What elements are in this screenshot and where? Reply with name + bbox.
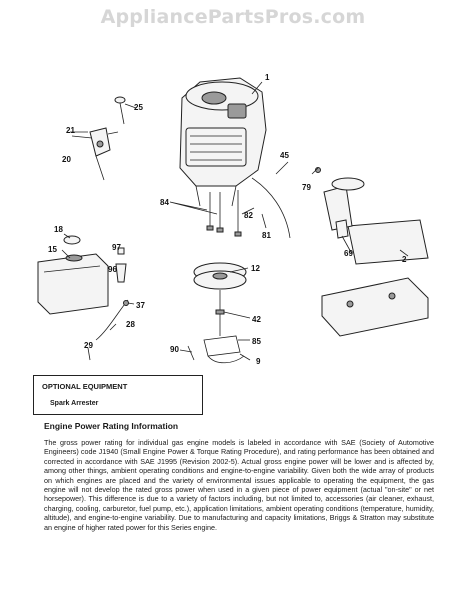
callout-69: 69 <box>344 249 353 258</box>
callout-96: 96 <box>108 265 117 274</box>
callout-1: 1 <box>265 73 270 82</box>
callout-85: 85 <box>252 337 261 346</box>
callout-42: 42 <box>252 315 261 324</box>
callout-12: 12 <box>251 264 260 273</box>
engine-power-rating-heading: Engine Power Rating Information <box>44 421 179 431</box>
callout-45: 45 <box>280 151 289 160</box>
callout-82: 82 <box>244 211 253 220</box>
callout-81: 81 <box>262 231 271 240</box>
callout-28: 28 <box>126 320 135 329</box>
exploded-parts-diagram: 1 2 9 12 15 18 20 21 25 28 29 37 42 45 6… <box>37 73 429 366</box>
throttle-bracket-part[interactable] <box>70 127 119 181</box>
fuel-tank-part[interactable] <box>37 253 109 315</box>
callout-9: 9 <box>256 357 261 366</box>
callout-2: 2 <box>402 255 407 264</box>
callout-15: 15 <box>48 245 57 254</box>
optional-equipment-box: OPTIONAL EQUIPMENT Spark Arrester <box>33 375 203 415</box>
callout-20: 20 <box>62 155 71 164</box>
callout-29: 29 <box>84 341 93 350</box>
muffler-part[interactable] <box>323 177 429 265</box>
leader-lines <box>61 81 409 361</box>
callout-79: 79 <box>302 183 311 192</box>
callout-84: 84 <box>160 198 169 207</box>
callout-90: 90 <box>170 345 179 354</box>
callout-97: 97 <box>112 243 121 252</box>
engine-part[interactable] <box>179 77 267 207</box>
engine-power-rating-text: The gross power rating for individual ga… <box>44 438 434 532</box>
exhaust-gasket-part[interactable] <box>315 167 349 239</box>
dipstick-part[interactable] <box>114 96 137 125</box>
callout-21: 21 <box>66 126 75 135</box>
fuel-cap-part[interactable] <box>63 235 81 245</box>
spark-arrester-label: Spark Arrester <box>50 400 99 407</box>
pulley-part[interactable] <box>193 262 247 290</box>
lower-bracket-part[interactable] <box>187 345 245 364</box>
fuel-line-part[interactable] <box>251 177 291 239</box>
muffler-bracket-part[interactable] <box>321 277 429 337</box>
callout-18: 18 <box>54 225 63 234</box>
tank-fittings-part[interactable] <box>115 247 127 283</box>
callout-37: 37 <box>136 301 145 310</box>
callout-25: 25 <box>134 103 143 112</box>
engine-bolts-part[interactable] <box>169 190 242 237</box>
optional-equipment-title: OPTIONAL EQUIPMENT <box>42 382 128 391</box>
watermark-text: AppliancePartsPros.com <box>100 6 366 28</box>
pulley-bolt-part[interactable] <box>203 290 241 357</box>
